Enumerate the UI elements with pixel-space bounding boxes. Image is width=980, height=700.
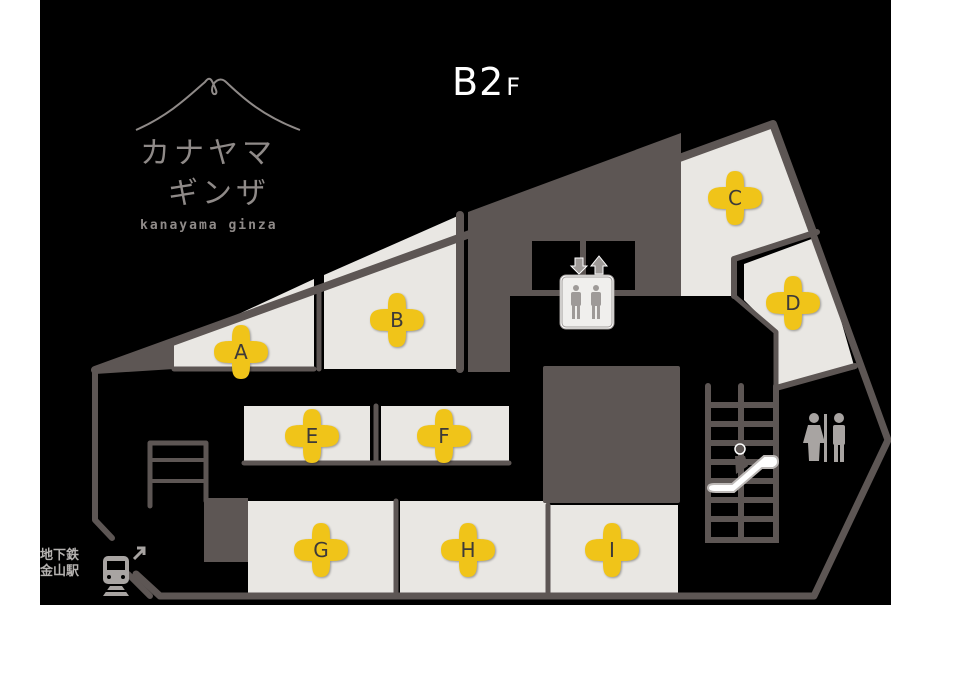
- walls: [91, 120, 891, 600]
- logo-katakana-line2: ギンザ: [168, 176, 270, 211]
- shop-marker-icon: [214, 325, 268, 379]
- shop-marker-icon: [417, 409, 471, 463]
- shop-marker-label: G: [313, 538, 329, 562]
- station-line2: 金山駅: [40, 564, 80, 579]
- shop-marker-a[interactable]: A: [208, 319, 274, 385]
- shop-marker-label: F: [438, 424, 450, 448]
- shop-marker-label: E: [305, 424, 319, 448]
- shop-marker-h[interactable]: H: [435, 517, 501, 583]
- shop-marker-icon: [441, 523, 495, 577]
- restroom-icon[interactable]: [803, 413, 845, 462]
- shop-marker-label: D: [785, 291, 801, 315]
- shop-marker-label: H: [460, 538, 476, 562]
- floor-title: B2F: [452, 60, 521, 104]
- station-line1: 地下鉄: [40, 548, 80, 563]
- shop-marker-f[interactable]: F: [411, 403, 477, 469]
- shop-marker-d[interactable]: D: [760, 270, 826, 336]
- floor-suffix: F: [506, 73, 522, 101]
- shop-marker-i[interactable]: I: [579, 517, 645, 583]
- logo-roman: kanayama ginza: [140, 218, 278, 233]
- escalator-icon[interactable]: [706, 443, 780, 493]
- shop-area-c[interactable]: [681, 124, 813, 296]
- floor-map: B2F カナヤマ ギンザ kanayama ginza 地下鉄 金山駅 A B …: [40, 0, 891, 605]
- shop-marker-icon: [708, 171, 762, 225]
- shop-marker-icon: [585, 523, 639, 577]
- subway-station-label[interactable]: 地下鉄 金山駅: [40, 548, 79, 580]
- shop-marker-g[interactable]: G: [288, 517, 354, 583]
- core-block-center: [543, 366, 680, 503]
- floor-level: B2: [452, 60, 505, 104]
- shop-marker-c[interactable]: C: [702, 165, 768, 231]
- shop-marker-icon: [766, 276, 820, 330]
- shop-marker-label: I: [609, 538, 615, 562]
- shop-marker-icon: [294, 523, 348, 577]
- subway-train-icon[interactable]: [103, 556, 129, 596]
- shop-marker-icon: [285, 409, 339, 463]
- floor-plan: [91, 77, 891, 600]
- elevator-icon[interactable]: [559, 255, 615, 330]
- core-block-corner: [95, 342, 174, 374]
- logo-mountain-icon: [135, 77, 301, 131]
- arrow-up-right-icon: [132, 546, 146, 561]
- core-block-left: [204, 498, 248, 562]
- shop-marker-e[interactable]: E: [279, 403, 345, 469]
- shop-marker-icon: [370, 293, 424, 347]
- logo-katakana-line1: カナヤマ: [140, 136, 276, 171]
- shop-marker-label: B: [390, 308, 404, 332]
- shop-marker-label: C: [728, 186, 742, 210]
- shop-marker-b[interactable]: B: [364, 287, 430, 353]
- shop-marker-label: A: [234, 340, 248, 364]
